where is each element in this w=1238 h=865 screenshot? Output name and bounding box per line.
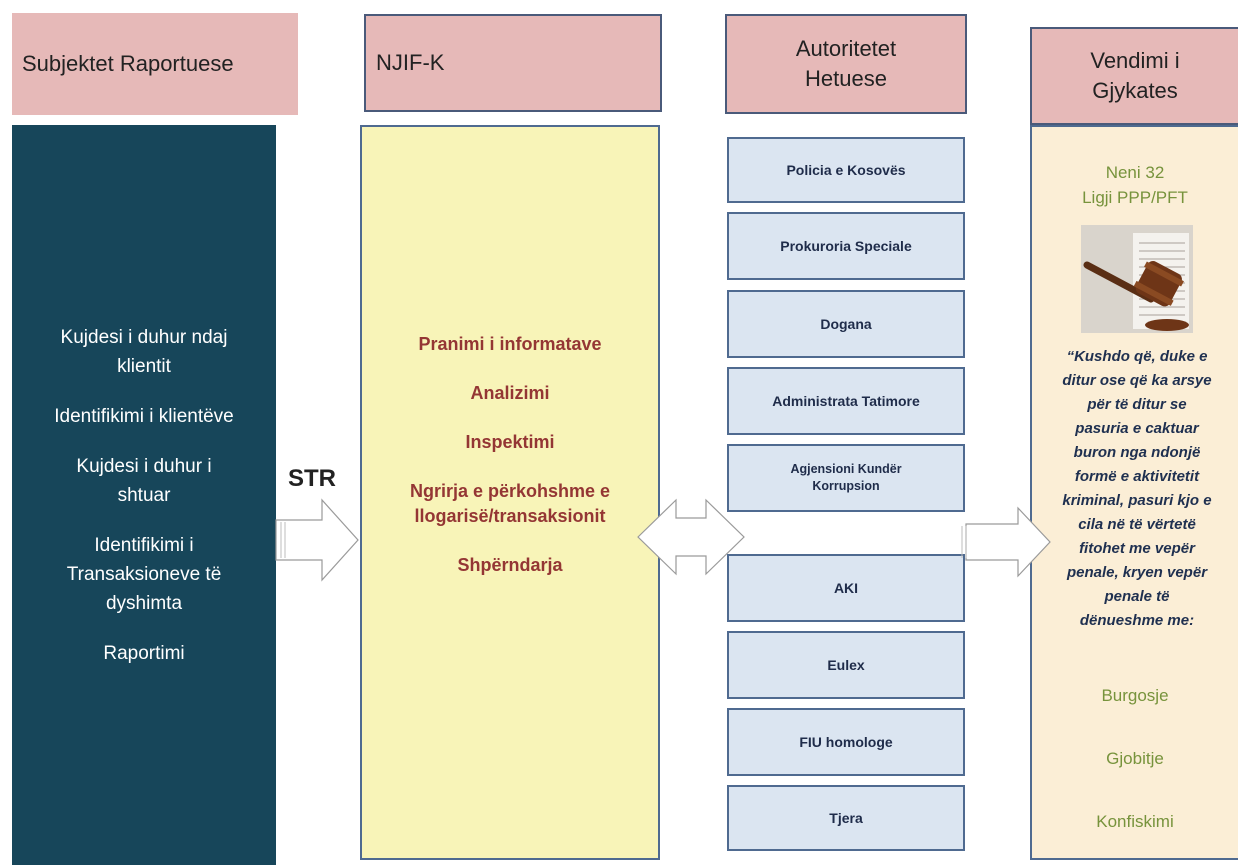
gavel-icon [1081,225,1193,333]
arrow-authorities-to-court [965,506,1051,578]
reporting-item-line: Transaksioneve të [66,563,222,585]
fiu-item: Ngrirja e përkohshme e llogarisë/transak… [362,479,658,529]
quote-line: buron nga ndonjë [1073,444,1201,461]
header-court-line-1: Vendimi i [1090,48,1180,73]
authority-box: Dogana [727,290,965,358]
arrow-fiu-authorities-bidirectional [637,498,745,576]
reporting-item-line: Kujdesi i duhur ndaj [60,326,228,348]
reporting-item: Kujdesi i duhur ndaj klientit [20,323,268,381]
str-label: STR [288,465,336,492]
header-investigative-line-2: Hetuese [805,66,887,91]
authority-label: AKI [833,580,859,596]
fiu-items: Pranimi i informatave Analizimi Inspekti… [362,332,658,602]
authority-label: FIU homologe [799,734,893,750]
fiu-item-line: Inspektimi [465,432,555,452]
fiu-item: Inspektimi [362,430,658,455]
reporting-item: Raportimi [20,639,268,668]
fiu-item-line: Shpërndarja [457,555,563,575]
authority-box: Administrata Tatimore [727,367,965,435]
court-panel: Neni 32 Ligji PPP/PFT “Kushdo që, duke e… [1030,125,1238,860]
quote-line: “Kushdo që, duke e [1066,348,1208,365]
authority-box: Agjensioni Kundër Korrupsion [727,444,965,512]
reporting-item-line: dyshimta [105,592,183,614]
law-reference: Neni 32 Ligji PPP/PFT [1032,160,1238,210]
quote-line: formë e aktivitetit [1074,468,1200,485]
arrow-reporting-to-fiu [275,498,359,582]
quote-line: cila në të vërtetë [1078,516,1196,533]
authority-box: Prokuroria Speciale [727,212,965,280]
quote-line: për të ditur se [1087,396,1187,413]
reporting-item-line: shtuar [117,484,171,506]
header-reporting-entities: Subjektet Raportuese [12,13,298,115]
quote-line: fitohet me vepër [1079,540,1195,557]
fiu-panel: Pranimi i informatave Analizimi Inspekti… [360,125,660,860]
penalty-prison: Burgosje [1101,686,1169,705]
header-investigative: Autoritetet Hetuese [725,14,967,114]
authority-label: Eulex [827,657,865,673]
law-quote: “Kushdo që, duke e ditur ose që ka arsye… [1038,345,1236,633]
law-name: Ligji PPP/PFT [1082,188,1188,207]
reporting-item-line: Raportimi [103,642,185,664]
fiu-item-line: llogarisë/transaksionit [414,506,606,526]
fiu-item-line: Analizimi [470,383,550,403]
fiu-item-line: Ngrirja e përkohshme e [409,481,611,501]
quote-line: ditur ose që ka arsye [1062,372,1212,389]
quote-line: dënueshme me: [1079,612,1195,629]
reporting-item-line: Kujdesi i duhur i [76,455,212,477]
header-court-line-2: Gjykates [1092,78,1178,103]
authority-box: Policia e Kosovës [727,137,965,203]
penalty-confiscation: Konfiskimi [1096,812,1174,831]
fiu-item: Pranimi i informatave [362,332,658,357]
authority-box: Tjera [727,785,965,851]
authority-box: AKI [727,554,965,622]
header-fiu: NJIF-K [364,14,662,112]
authority-box: Eulex [727,631,965,699]
fiu-item: Analizimi [362,381,658,406]
reporting-item: Identifikimi i Transaksioneve të dyshimt… [20,531,268,618]
quote-line: pasuria e caktuar [1075,420,1199,437]
authority-label: Tjera [829,810,863,826]
quote-line: kriminal, pasuri kjo e [1062,492,1212,509]
law-article: Neni 32 [1105,163,1165,182]
authority-label: Agjensioni Kundër [790,462,902,476]
reporting-item: Kujdesi i duhur i shtuar [20,452,268,510]
header-reporting-label: Subjektet Raportuese [22,51,234,76]
authority-box: FIU homologe [727,708,965,776]
header-fiu-label: NJIF-K [376,50,445,75]
quote-line: penale të [1104,588,1170,605]
authority-label: Administrata Tatimore [772,393,920,409]
authority-label: Dogana [820,316,872,332]
reporting-item: Identifikimi i klientëve [20,402,268,431]
quote-line: penale, kryen vepër [1066,564,1208,581]
fiu-item-line: Pranimi i informatave [418,334,602,354]
authority-label: Korrupsion [812,479,880,493]
fiu-item: Shpërndarja [362,553,658,578]
reporting-item-line: Identifikimi i [94,534,194,556]
reporting-entities-panel: Kujdesi i duhur ndaj klientit Identifiki… [12,125,276,865]
penalty-fine: Gjobitje [1106,749,1164,768]
authority-label: Prokuroria Speciale [780,238,912,254]
reporting-item-line: klientit [117,355,171,377]
reporting-item-line: Identifikimi i klientëve [54,405,234,427]
header-court: Vendimi i Gjykates [1030,27,1238,125]
authority-label: Policia e Kosovës [786,162,906,178]
header-investigative-line-1: Autoritetet [795,36,897,61]
